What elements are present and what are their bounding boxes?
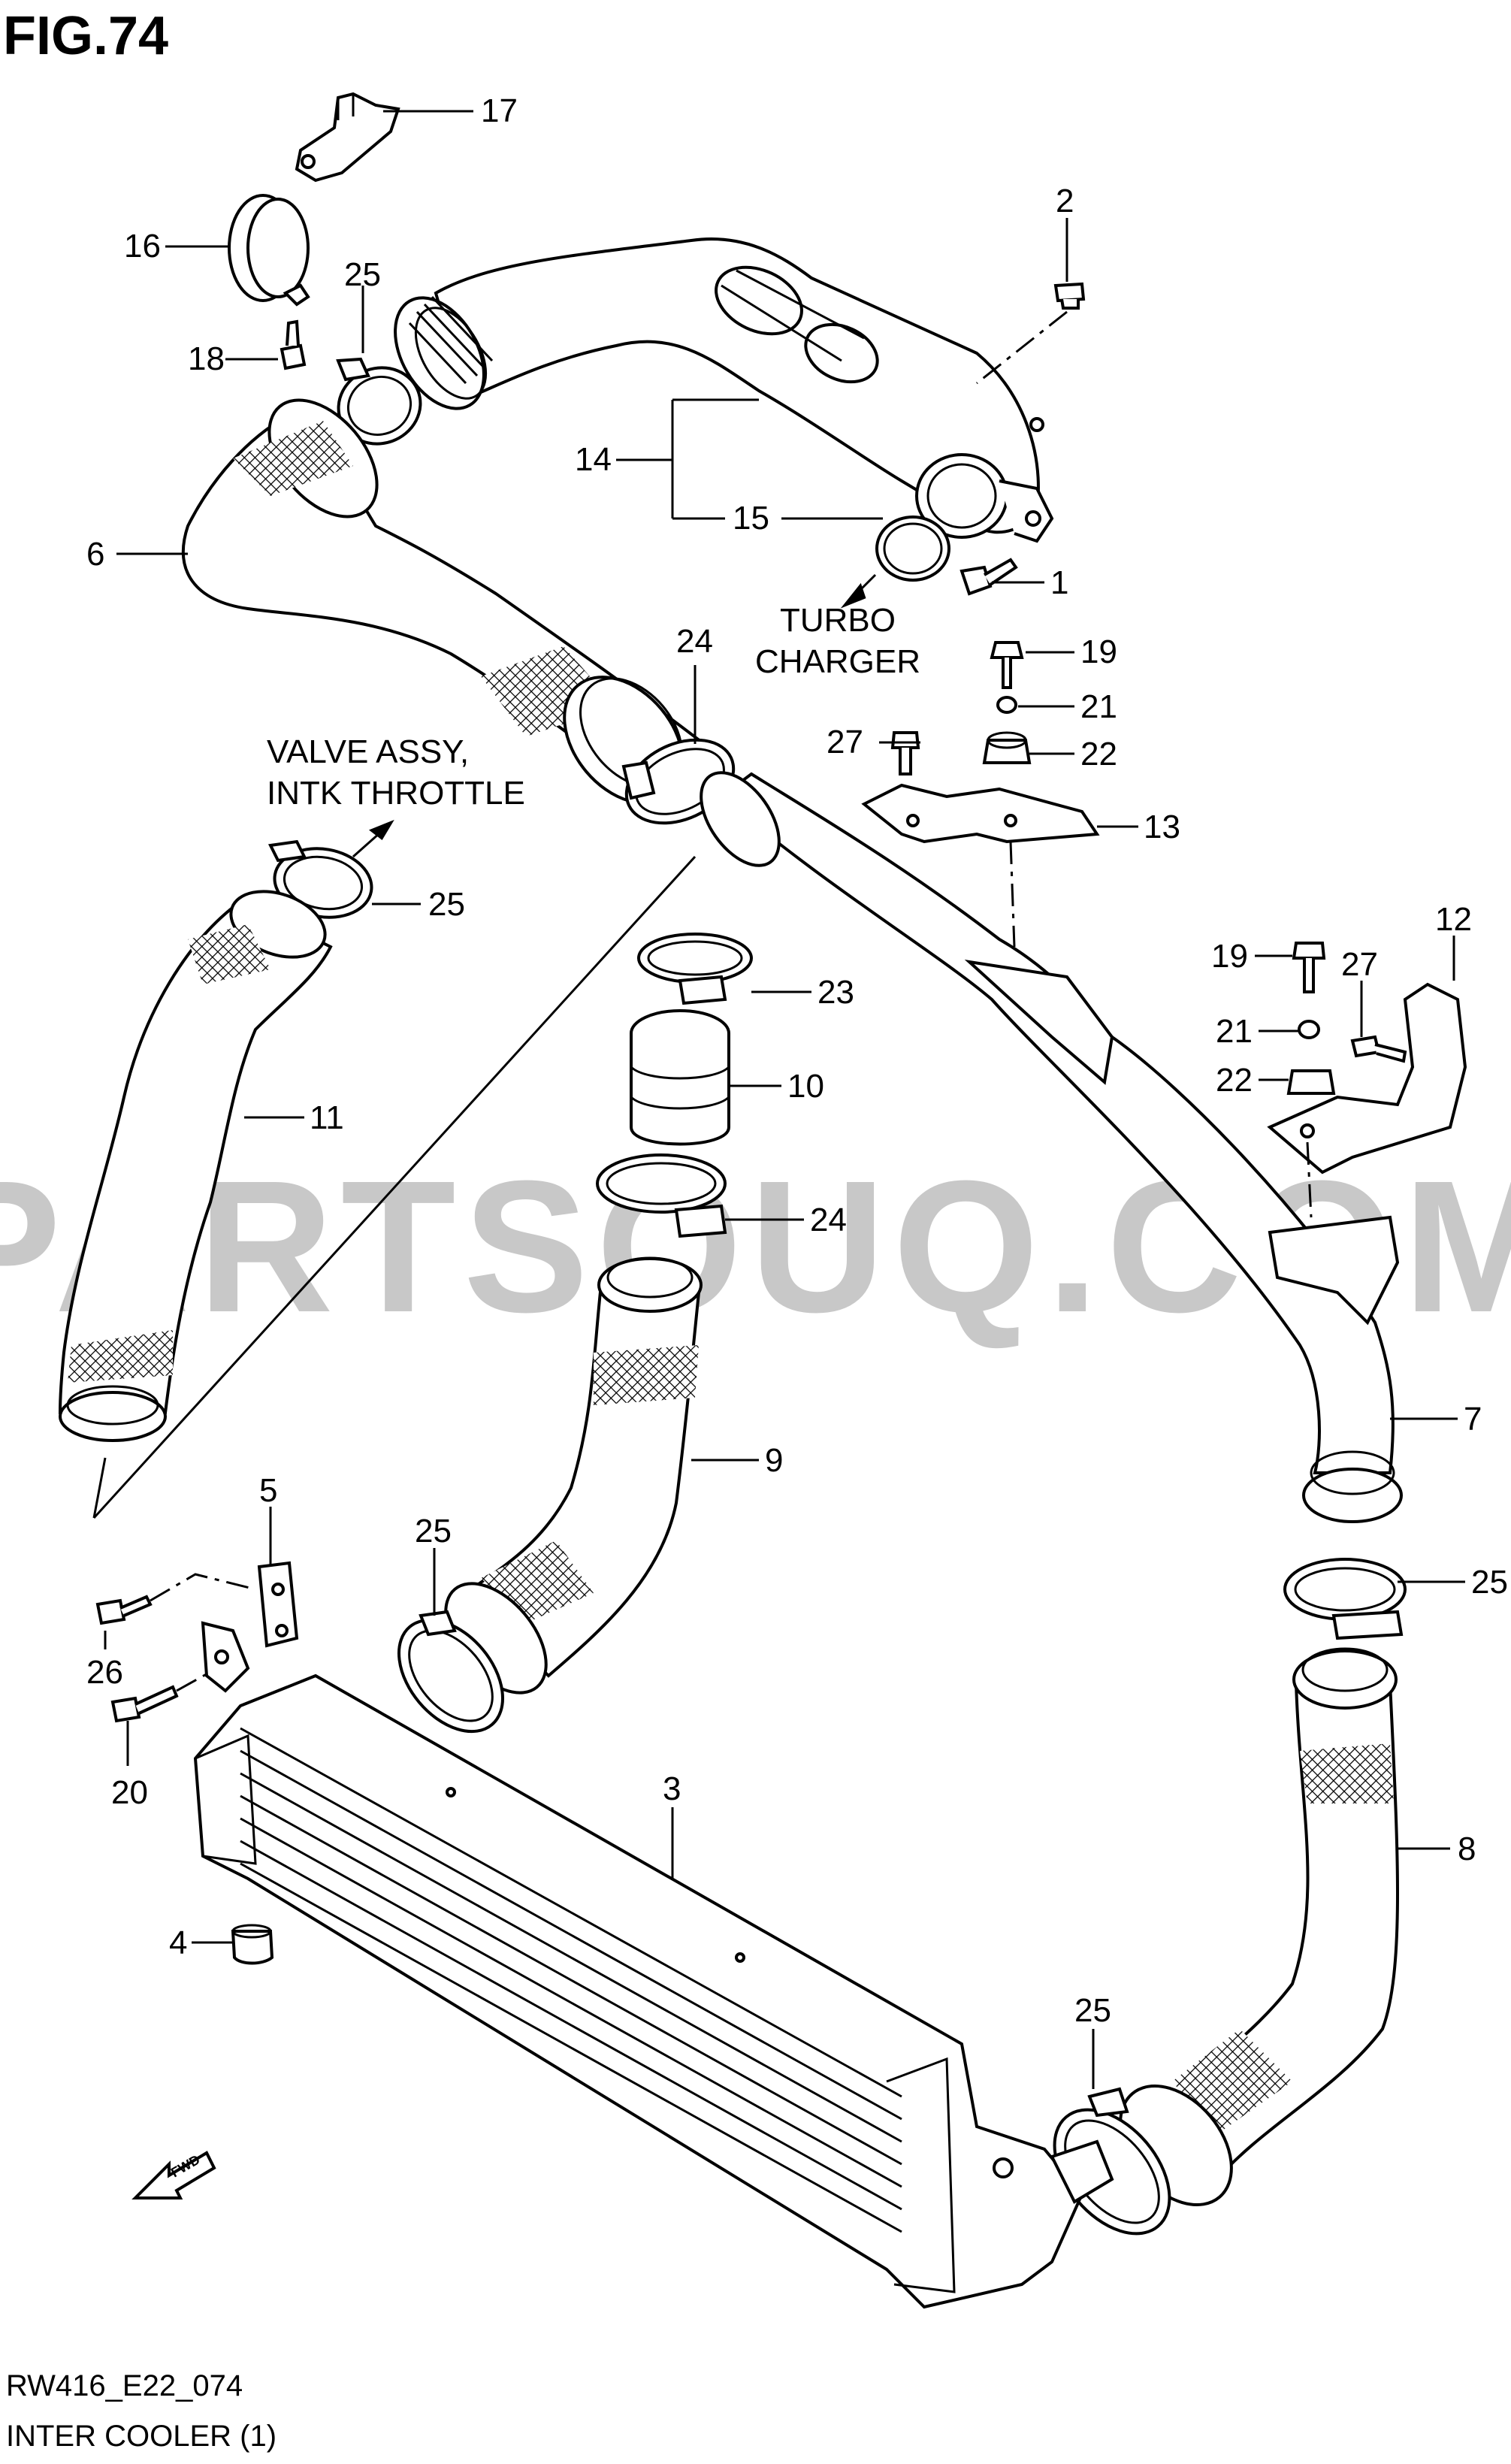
part-bolt-1 — [959, 558, 1018, 596]
label-3: 3 — [663, 1770, 681, 1807]
part-pipe-7 — [700, 771, 1403, 1523]
part-bracket-12 — [1267, 982, 1467, 1218]
label-4: 4 — [169, 1924, 187, 1961]
part-coupler-10 — [630, 1009, 730, 1146]
valve-callout-line1: VALVE ASSY, — [267, 733, 469, 770]
label-22: 22 — [1216, 1062, 1253, 1099]
label-23: 23 — [817, 974, 854, 1011]
label-25: 25 — [428, 886, 465, 923]
label-10: 10 — [787, 1068, 824, 1105]
figure-code: RW416_E22_074 — [6, 2369, 243, 2402]
part-gasket-15 — [875, 515, 950, 582]
turbo-charger-callout-line1: TURBO — [780, 602, 896, 639]
part-pipe-8 — [1119, 1647, 1399, 2206]
part-clamp-25-upper — [336, 357, 422, 446]
label-20: 20 — [111, 1774, 148, 1811]
part-bracket-13 — [861, 783, 1100, 948]
label-21: 21 — [1080, 688, 1117, 725]
part-clamp-25-bottom — [1053, 2087, 1171, 2236]
figure-title: FIG.74 — [3, 6, 168, 66]
leader-lines — [104, 110, 1465, 2089]
part-pipe-9 — [444, 1256, 703, 1695]
part-bolt-26 — [95, 1595, 153, 1625]
label-27: 27 — [1341, 946, 1378, 983]
part-pipe-11 — [58, 890, 333, 1442]
label-25: 25 — [1471, 1564, 1508, 1601]
part-hardware-upper — [890, 641, 1032, 775]
valve-callout-line2: INTK THROTTLE — [267, 775, 525, 812]
label-19: 19 — [1080, 633, 1117, 670]
part-bolt-2 — [1053, 282, 1086, 310]
label-18: 18 — [188, 340, 225, 377]
label-2: 2 — [1056, 183, 1074, 219]
part-intercooler-3 — [193, 1673, 1114, 2309]
label-9: 9 — [765, 1442, 783, 1479]
part-clamp-16 — [228, 194, 310, 307]
guide-line-valve — [92, 855, 697, 1519]
label-25: 25 — [1074, 1992, 1111, 2029]
figure-caption: INTER COOLER (1) — [6, 2420, 277, 2453]
label-16: 16 — [124, 228, 161, 265]
part-bolt-18 — [280, 319, 307, 370]
label-22: 22 — [1080, 736, 1117, 772]
label-5: 5 — [259, 1472, 277, 1509]
turbo-charger-callout-line2: CHARGER — [755, 643, 920, 680]
label-11: 11 — [310, 1099, 344, 1136]
label-1: 1 — [1050, 564, 1068, 601]
part-grommet-4 — [231, 1924, 274, 1965]
label-26: 26 — [86, 1654, 123, 1691]
part-bracket-17 — [295, 92, 400, 183]
part-bracket-5 — [201, 1561, 299, 1693]
label-12: 12 — [1435, 901, 1472, 938]
part-hardware-right — [1286, 942, 1407, 1095]
label-25: 25 — [415, 1513, 452, 1549]
label-14: 14 — [575, 441, 612, 478]
part-clamp-24-lower — [596, 1153, 727, 1238]
label-8: 8 — [1458, 1831, 1476, 1867]
part-clamp-25-right — [1283, 1558, 1407, 1640]
part-bolt-20 — [110, 1685, 179, 1723]
label-27: 27 — [827, 724, 863, 760]
part-clamp-23 — [637, 933, 753, 1005]
part-pipe-14 — [394, 237, 1054, 543]
label-7: 7 — [1464, 1401, 1482, 1438]
label-25: 25 — [344, 256, 381, 293]
label-13: 13 — [1144, 809, 1180, 845]
fwd-arrow-icon — [131, 2151, 216, 2199]
label-15: 15 — [733, 500, 769, 537]
label-24: 24 — [676, 623, 713, 660]
parts-drawing — [58, 92, 1467, 2309]
label-6: 6 — [86, 536, 104, 573]
label-21: 21 — [1216, 1013, 1253, 1050]
label-17: 17 — [481, 92, 518, 129]
part-clamp-25-mid — [397, 1610, 504, 1734]
label-19: 19 — [1211, 938, 1248, 975]
part-labels: 17 16 25 18 2 14 15 1 6 24 19 21 27 22 1… — [86, 92, 1508, 2029]
label-24: 24 — [810, 1202, 847, 1238]
